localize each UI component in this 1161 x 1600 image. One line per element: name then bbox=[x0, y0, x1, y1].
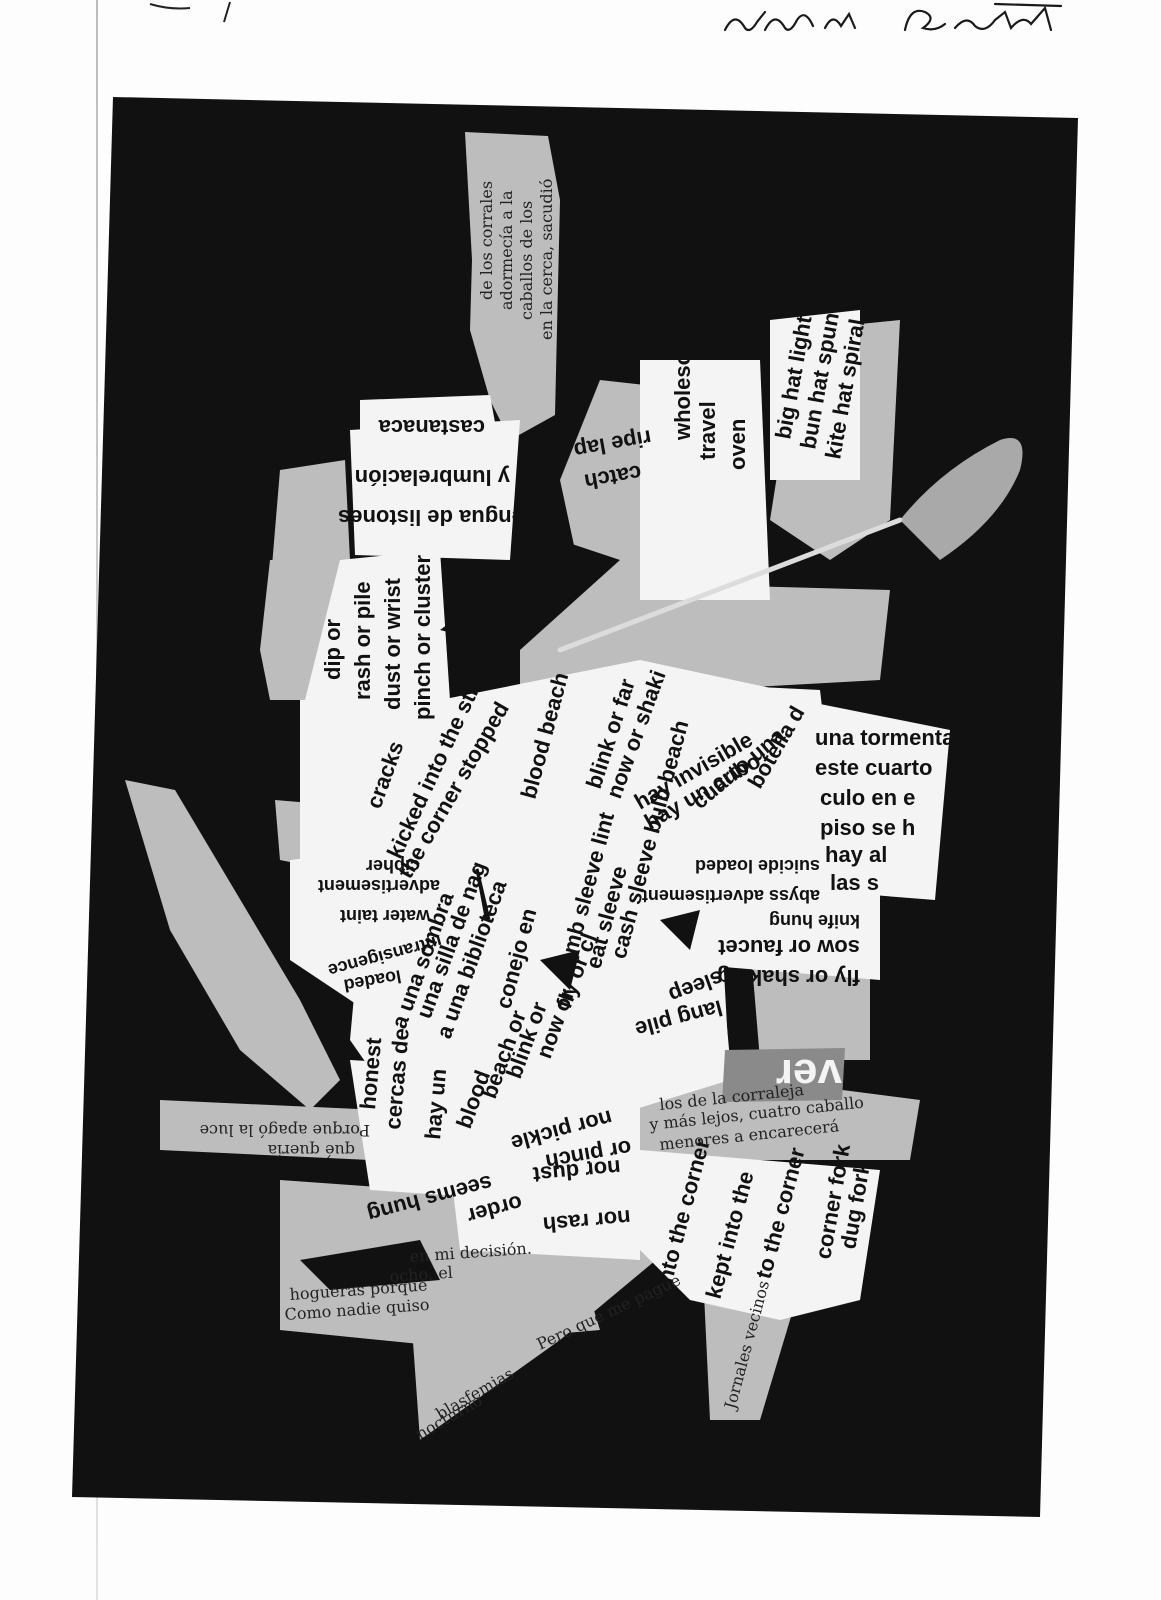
torn-holes bbox=[300, 540, 700, 1290]
fragment-text: piso se h bbox=[820, 815, 915, 840]
fragment-text: advertisement bbox=[318, 876, 440, 896]
pen-mark bbox=[149, 1, 231, 23]
fragment-text: hay un bbox=[420, 1068, 451, 1141]
fragment-text: ocho, el bbox=[389, 1263, 453, 1286]
fragment-text: de los corrales bbox=[477, 181, 496, 300]
fragment-text: qué quería bbox=[267, 1141, 355, 1160]
fragment-text: en la cerca, sacudió bbox=[537, 179, 556, 340]
fragment-text: ver bbox=[776, 1050, 842, 1099]
fragment-text: las s bbox=[830, 870, 879, 895]
fragment-text: abyss advertisement bbox=[642, 886, 820, 906]
fragment-text: hay al bbox=[825, 842, 887, 867]
fragment-text: castanaca bbox=[378, 415, 485, 440]
fragment-text: fly or shaking bbox=[717, 965, 860, 990]
fragment-text: oven bbox=[725, 419, 750, 470]
fragment-text: Porque apagó la luce bbox=[200, 1121, 370, 1140]
fragment-text: wholesome bbox=[670, 320, 695, 441]
fragment-text: pinch or cluster bbox=[410, 555, 435, 720]
fragment-text: culo en e bbox=[820, 785, 915, 810]
fragment-text: cipher bbox=[366, 856, 420, 876]
glossy-glue-streak bbox=[557, 438, 1023, 653]
fragment-text: suicide loaded bbox=[695, 856, 820, 876]
fragment-text: knife hung bbox=[769, 911, 860, 931]
fragment-text: water taint bbox=[340, 906, 431, 926]
fragment-text: lengua de listones bbox=[338, 505, 530, 530]
ver-label-patch bbox=[722, 1048, 845, 1102]
fragment-text: sow or faucet bbox=[718, 935, 860, 960]
fragment-text: dip or bbox=[320, 618, 345, 680]
fragment-text: dust or wrist bbox=[380, 577, 405, 710]
fragment-text: travel bbox=[695, 401, 720, 460]
fragment-text: y lumbrelación bbox=[355, 465, 510, 490]
fragment-text: adormecía a la bbox=[497, 190, 516, 310]
fragment-text: una tormenta bbox=[815, 725, 955, 750]
fragment-text: rash or pile bbox=[350, 581, 375, 700]
fragment-text: caballos de los bbox=[517, 201, 536, 320]
fragment-text: este cuarto bbox=[815, 755, 932, 780]
signature-graphic bbox=[723, 2, 1063, 32]
white-scraps bbox=[290, 310, 950, 1320]
